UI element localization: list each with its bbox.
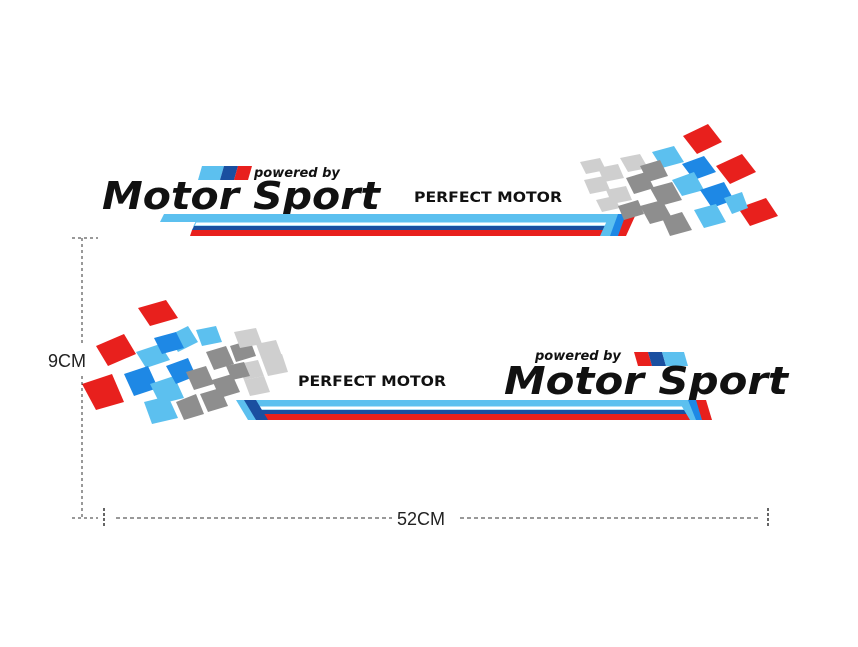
m-stripes-top: [198, 166, 252, 180]
powered-by-text: powered by: [253, 166, 340, 181]
long-stripes-top: [160, 214, 636, 236]
decal-top: powered by Motor Sport PERFECT MOTOR: [102, 124, 778, 236]
width-dimension: 52CM: [103, 508, 769, 529]
width-label: 52CM: [397, 509, 445, 529]
height-dimension: 9CM: [48, 237, 98, 519]
perfect-motor-text: PERFECT MOTOR: [298, 374, 446, 390]
checkered-flag-top: [580, 124, 778, 236]
motor-sport-text: Motor Sport: [102, 174, 382, 218]
checkered-flag-bottom: [82, 300, 288, 424]
m-stripes-bottom: [634, 352, 688, 366]
perfect-motor-text: PERFECT MOTOR: [414, 190, 562, 206]
height-label: 9CM: [48, 351, 86, 371]
powered-by-text: powered by: [534, 349, 621, 364]
long-stripes-bottom: [236, 400, 712, 420]
motor-sport-text: Motor Sport: [504, 359, 790, 403]
decal-bottom: PERFECT MOTOR powered by Motor Sport: [82, 300, 790, 424]
